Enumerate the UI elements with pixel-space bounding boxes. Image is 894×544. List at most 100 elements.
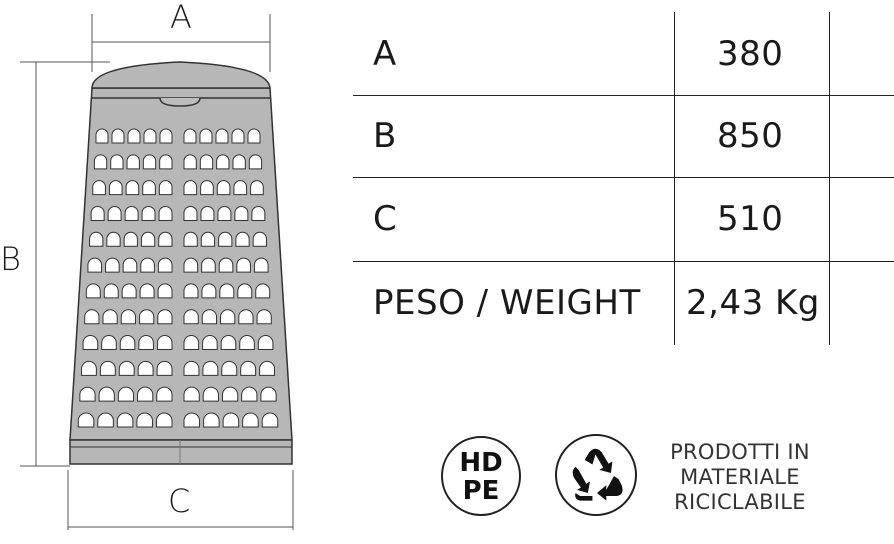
row-c-label: C (373, 199, 398, 239)
vent-hole (155, 412, 173, 428)
vent-hole (250, 180, 264, 196)
row-b-label: B (373, 116, 397, 156)
vent-hole (118, 360, 135, 376)
vent-hole (143, 128, 157, 144)
dimension-c-label: C (168, 482, 191, 520)
vent-hole (108, 180, 123, 196)
vent-hole (218, 257, 234, 273)
vent-hole (200, 205, 215, 221)
vent-hole (183, 309, 199, 325)
vent-hole (218, 231, 233, 247)
vent-hole (203, 412, 220, 428)
dimension-b-lines (20, 61, 110, 467)
vent-hole (183, 386, 200, 402)
row-weight-label: PESO / WEIGHT (373, 283, 641, 323)
recyclable-caption: PRODOTTI IN MATERIALE RICICLABILE (640, 440, 840, 515)
recycle-icon (572, 448, 623, 501)
vent-hole (220, 309, 236, 325)
vent-hole (216, 180, 231, 196)
vent-hole (121, 283, 137, 299)
row-weight-value: 2,43 Kg (686, 283, 820, 323)
vent-hole (251, 205, 266, 221)
vent-hole (237, 283, 253, 299)
vent-hole (183, 128, 197, 144)
vent-hole (126, 154, 140, 170)
vent-hole (233, 180, 248, 196)
vent-hole (200, 180, 214, 196)
vent-hole (97, 412, 114, 428)
vent-hole (215, 128, 229, 144)
vent-hole (232, 154, 246, 170)
vent-hole (183, 154, 197, 170)
vent-hole (202, 335, 218, 351)
vent-hole (241, 386, 258, 402)
vent-hole (199, 154, 214, 170)
vent-hole (234, 205, 249, 221)
vent-hole (137, 361, 154, 376)
vent-hole (235, 231, 250, 247)
vent-hole (90, 206, 105, 221)
vent-hole (200, 231, 216, 247)
vent-hole (92, 180, 106, 196)
vent-hole (119, 335, 136, 351)
vent-hole (159, 154, 173, 170)
vent-hole (201, 257, 216, 273)
vent-hole (259, 360, 276, 376)
vent-hole (125, 180, 140, 196)
vent-hole (257, 335, 274, 351)
vent-hole (93, 154, 108, 170)
vent-hole (139, 283, 155, 299)
vent-hole (95, 128, 109, 144)
vent-hole (239, 335, 255, 351)
vent-hole (82, 335, 99, 351)
caption-line1: PRODOTTI IN (670, 440, 810, 464)
vent-hole (110, 154, 124, 170)
recycle-badge (555, 434, 637, 516)
vent-hole (219, 283, 235, 299)
vent-hole (127, 128, 141, 144)
vent-hole (216, 154, 230, 170)
vent-hole (158, 205, 173, 221)
vent-hole (107, 205, 122, 221)
vent-hole (142, 180, 156, 196)
vent-hole (101, 335, 117, 351)
vent-hole (221, 386, 239, 402)
vent-hole (261, 412, 279, 428)
vent-hole (79, 386, 96, 402)
vent-hole (252, 231, 267, 247)
vent-hole (183, 360, 200, 376)
vent-hole (141, 205, 156, 221)
vent-hole (156, 335, 173, 351)
vent-hole (183, 205, 198, 221)
vent-hole (120, 309, 136, 325)
vent-hole (240, 361, 257, 376)
vent-hole (220, 335, 237, 351)
row-a-value: 380 (717, 34, 784, 74)
vent-hole (98, 386, 115, 402)
vent-hole (156, 386, 173, 402)
vent-hole (122, 257, 138, 273)
vent-hole (201, 309, 218, 325)
vent-hole (157, 257, 173, 273)
vent-hole (99, 361, 116, 376)
vent-hole (202, 386, 219, 402)
vent-hole (137, 386, 154, 402)
vent-hole (183, 231, 198, 247)
vent-hole (242, 412, 259, 428)
vent-hole (158, 231, 173, 247)
hdpe-line1: HD (459, 448, 503, 478)
vent-hole (256, 309, 272, 325)
vent-holes (77, 128, 279, 428)
vent-hole (255, 283, 271, 299)
vent-hole (183, 257, 199, 273)
vent-hole (105, 257, 120, 273)
row-b-value: 850 (717, 116, 784, 156)
bin-body (69, 61, 293, 465)
row-a-label: A (373, 34, 397, 74)
vent-hole (202, 361, 219, 376)
vent-hole (140, 231, 156, 247)
vent-hole (123, 231, 138, 247)
caption-line3: RICICLABILE (674, 490, 806, 514)
vent-hole (253, 257, 269, 273)
